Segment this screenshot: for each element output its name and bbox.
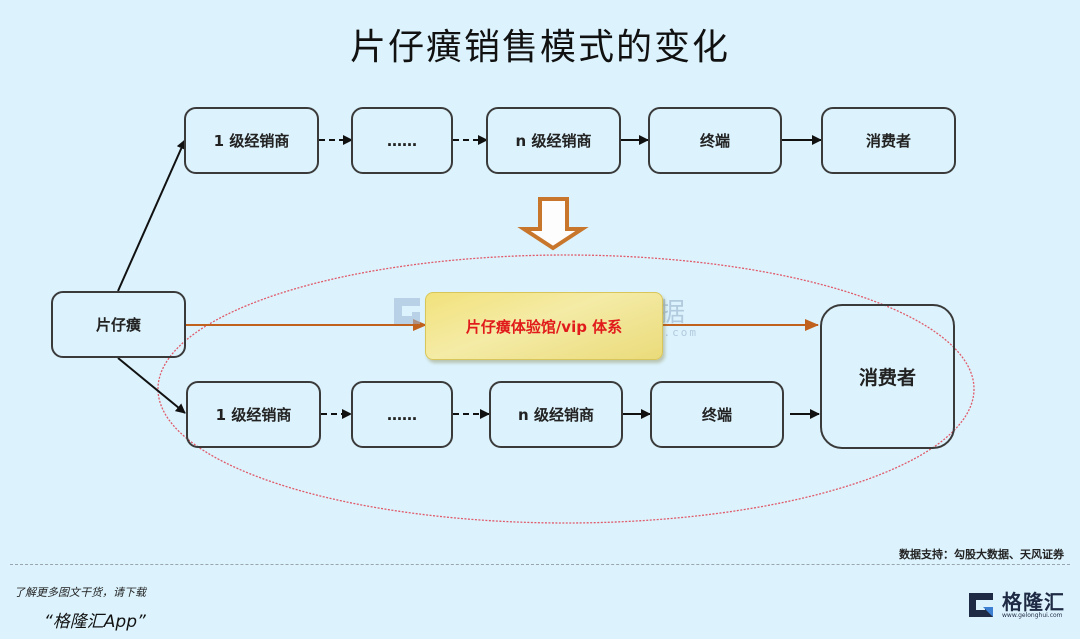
brand-name: 格隆汇: [1002, 590, 1065, 614]
promo-app-name: “格隆汇App”: [44, 612, 146, 632]
bottom-node-terminal: 终端: [650, 381, 784, 448]
top-node-terminal: 终端: [648, 107, 782, 174]
brand-logo: 格隆汇 www.gelonghui.com: [966, 588, 1076, 628]
arrow-source-to-top: [117, 139, 186, 292]
gelonghui-brand-icon: [969, 593, 993, 617]
top-node-distributor-1: 1 级经销商: [184, 107, 319, 174]
vip-channel-node: 片仔癀体验馆/vip 体系: [425, 292, 663, 360]
brand-url: www.gelonghui.com: [1002, 612, 1063, 619]
data-source-note: 数据支持：勾股大数据、天风证券: [899, 548, 1064, 561]
source-node-pianzaihuang: 片仔癀: [51, 291, 186, 358]
footer-divider: [10, 564, 1070, 565]
top-node-ellipsis: ……: [351, 107, 453, 174]
bottom-node-distributor-1: 1 级经销商: [186, 381, 321, 448]
bottom-node-ellipsis: ……: [351, 381, 453, 448]
top-node-consumer: 消费者: [821, 107, 956, 174]
promo-text: 了解更多图文干货，请下载: [14, 586, 146, 599]
bottom-node-consumer: 消费者: [820, 304, 955, 449]
transition-down-arrow: [517, 197, 589, 251]
top-node-distributor-n: n 级经销商: [486, 107, 621, 174]
arrow-source-to-bottom: [117, 357, 186, 414]
bottom-node-distributor-n: n 级经销商: [489, 381, 623, 448]
diagram-title: 片仔癀销售模式的变化: [349, 27, 730, 68]
highlight-ellipse: [157, 254, 975, 524]
